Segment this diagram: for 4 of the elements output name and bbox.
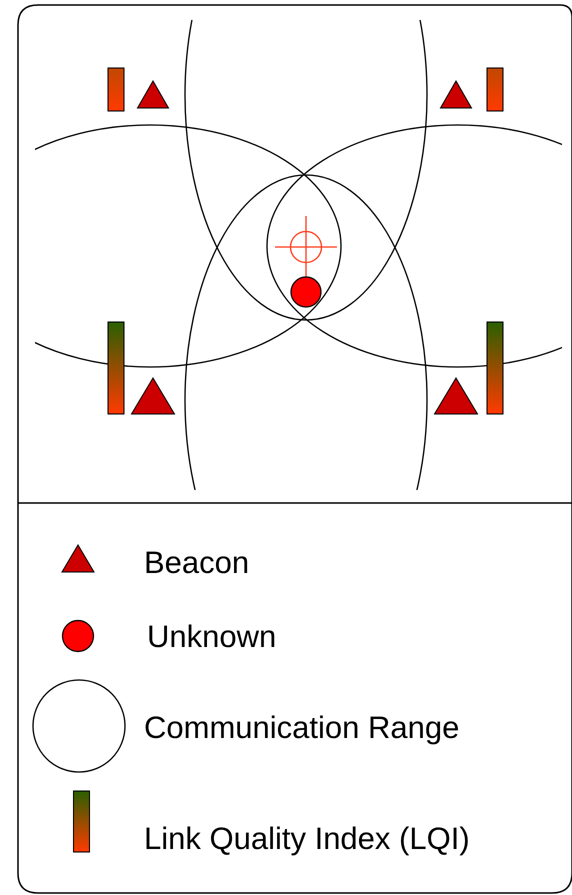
- legend-text: Link Quality Index (LQI): [144, 821, 470, 857]
- legend-text: Beacon: [144, 545, 250, 581]
- legend-text: Communication Range: [144, 710, 460, 746]
- legend-text: Unknown: [147, 619, 276, 655]
